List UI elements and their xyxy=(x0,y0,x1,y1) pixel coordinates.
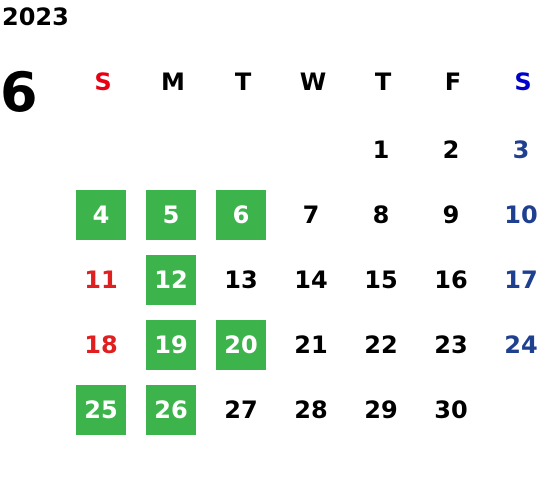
day-number: 16 xyxy=(434,266,468,294)
weekday-header-row: S M T W T F S xyxy=(68,62,548,102)
day-cell[interactable]: 16 xyxy=(418,255,488,320)
day-number: 10 xyxy=(504,201,538,229)
day-cell[interactable]: 21 xyxy=(278,320,348,385)
day-cell[interactable]: 2 xyxy=(418,125,488,190)
weekday-header-thursday: T xyxy=(374,68,392,96)
day-cell[interactable]: 7 xyxy=(278,190,348,255)
day-number: 6 xyxy=(216,190,266,240)
weekday-header-monday: M xyxy=(161,68,185,96)
day-number: 1 xyxy=(372,136,390,164)
day-cell[interactable]: 11 xyxy=(68,255,138,320)
day-number: 29 xyxy=(364,396,398,424)
day-cell[interactable]: 10 xyxy=(488,190,548,255)
day-number: 4 xyxy=(76,190,126,240)
day-number: 21 xyxy=(294,331,328,359)
day-cell[interactable]: 24 xyxy=(488,320,548,385)
day-cell[interactable]: 20 xyxy=(208,320,278,385)
day-cell[interactable]: 14 xyxy=(278,255,348,320)
day-number: 12 xyxy=(146,255,196,305)
day-cell[interactable]: 23 xyxy=(418,320,488,385)
day-number: 20 xyxy=(216,320,266,370)
day-cell[interactable]: 18 xyxy=(68,320,138,385)
weekday-header-wednesday: W xyxy=(299,68,327,96)
day-number: 2 xyxy=(442,136,460,164)
day-number: 26 xyxy=(146,385,196,435)
day-number: 22 xyxy=(364,331,398,359)
day-number: 30 xyxy=(434,396,468,424)
day-number: 18 xyxy=(84,331,118,359)
day-cell[interactable]: 8 xyxy=(348,190,418,255)
day-number: 25 xyxy=(76,385,126,435)
day-cell[interactable]: 13 xyxy=(208,255,278,320)
day-number: 8 xyxy=(372,201,390,229)
day-cell[interactable]: 25 xyxy=(68,385,138,450)
day-number: 11 xyxy=(84,266,118,294)
day-number: 28 xyxy=(294,396,328,424)
day-cell[interactable]: 28 xyxy=(278,385,348,450)
day-number: 3 xyxy=(512,136,530,164)
day-number: 24 xyxy=(504,331,538,359)
day-number: 13 xyxy=(224,266,258,294)
day-number: 14 xyxy=(294,266,328,294)
day-cell[interactable]: 30 xyxy=(418,385,488,450)
day-cell[interactable]: 12 xyxy=(138,255,208,320)
day-cell[interactable]: 4 xyxy=(68,190,138,255)
day-cell[interactable]: 29 xyxy=(348,385,418,450)
day-cell[interactable]: 26 xyxy=(138,385,208,450)
day-cell[interactable]: 17 xyxy=(488,255,548,320)
day-cell[interactable]: 5 xyxy=(138,190,208,255)
day-number: 23 xyxy=(434,331,468,359)
day-cell[interactable]: 15 xyxy=(348,255,418,320)
day-cell[interactable]: 9 xyxy=(418,190,488,255)
day-number: 19 xyxy=(146,320,196,370)
day-number: 7 xyxy=(302,201,320,229)
day-cell[interactable]: 6 xyxy=(208,190,278,255)
day-cell[interactable]: 3 xyxy=(488,125,548,190)
day-cell[interactable]: 22 xyxy=(348,320,418,385)
day-number: 17 xyxy=(504,266,538,294)
day-number: 9 xyxy=(442,201,460,229)
month-number: 6 xyxy=(0,61,38,124)
day-cell[interactable]: 19 xyxy=(138,320,208,385)
day-number: 5 xyxy=(146,190,196,240)
weekday-header-friday: F xyxy=(444,68,462,96)
weekday-header-tuesday: T xyxy=(234,68,252,96)
day-number: 27 xyxy=(224,396,258,424)
day-cell[interactable]: 27 xyxy=(208,385,278,450)
day-number: 15 xyxy=(364,266,398,294)
day-cell[interactable]: 1 xyxy=(348,125,418,190)
weekday-header-sunday: S xyxy=(94,68,112,96)
year-label: 2023 xyxy=(2,3,69,31)
weekday-header-saturday: S xyxy=(514,68,532,96)
